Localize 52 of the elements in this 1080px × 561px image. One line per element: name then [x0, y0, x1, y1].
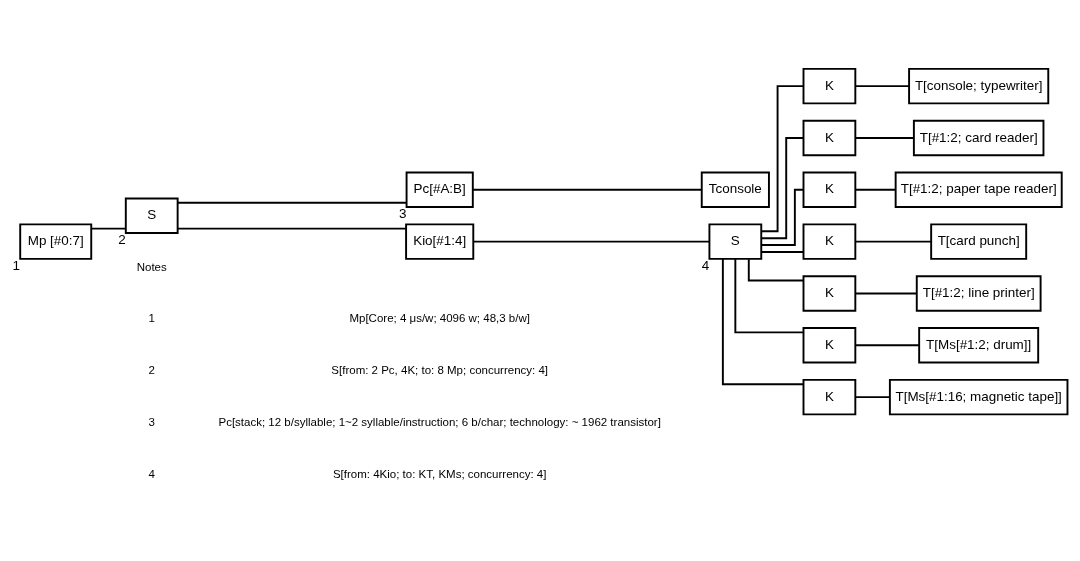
node-box: T[Ms[#1:2; drum]]	[918, 327, 1040, 364]
label: Pc[stack; 12 b/syllable; 1~2 syllable/instruction; 6 b/char; technology: ~ 1962 transistor]	[218, 416, 661, 429]
node-box: K	[802, 119, 857, 157]
node-label: 2	[118, 231, 126, 247]
node-box: T[#1:2; paper tape reader]	[894, 171, 1063, 209]
connector	[176, 201, 408, 204]
node-box: Kio[#1:4]	[405, 223, 475, 260]
node-box: T[#1:2; card reader]	[912, 119, 1045, 157]
connector	[760, 137, 805, 240]
node-box: T[card punch]	[930, 223, 1028, 260]
node-box: S	[708, 223, 763, 260]
node-box: S	[124, 197, 179, 234]
connector	[747, 258, 805, 282]
node-box: T[console; typewriter]	[908, 67, 1050, 105]
connector	[176, 227, 407, 230]
connector	[854, 344, 920, 347]
label: Notes	[136, 260, 167, 273]
node-label: 3	[399, 205, 407, 221]
node-box: Tconsole	[700, 171, 770, 209]
node-box: Pc[#A:B]	[405, 171, 474, 209]
node-label: 1	[12, 257, 21, 273]
connector	[854, 188, 897, 191]
node-box: T[Ms[#1:16; magnetic tape]]	[888, 378, 1069, 416]
node-box: K	[802, 67, 857, 105]
connector	[760, 251, 805, 253]
label: 2	[148, 364, 155, 377]
connector	[854, 292, 918, 295]
node-box: K	[802, 275, 857, 312]
label: S[from: 2 Pc, 4K; to: 8 Mp; concurrency: 4]	[331, 364, 549, 377]
node-box: K	[802, 378, 857, 416]
label: 4	[148, 467, 155, 480]
node-box: T[#1:2; line printer]	[915, 275, 1042, 312]
connector	[472, 188, 703, 191]
node-box: K	[802, 223, 857, 260]
connector	[721, 258, 805, 386]
label: S[from: 4Kio; to: KT, KMs; concurrency: 4]	[332, 467, 547, 480]
node-label: 4	[701, 257, 710, 273]
node-box: K	[802, 327, 857, 364]
label: 3	[148, 416, 155, 429]
connector	[854, 240, 932, 243]
connector	[854, 137, 915, 139]
connector	[734, 258, 805, 334]
label: 1	[148, 312, 155, 325]
label: Mp[Core; 4 μs/w; 4096 w; 48,3 b/w]	[349, 312, 530, 325]
node-box: K	[802, 171, 857, 209]
connector	[472, 240, 711, 243]
connector	[760, 85, 805, 233]
connector	[854, 85, 910, 88]
connector	[854, 396, 891, 399]
connector	[90, 227, 127, 230]
node-box: Mp [#0:7]	[19, 223, 93, 260]
connector	[760, 188, 805, 247]
